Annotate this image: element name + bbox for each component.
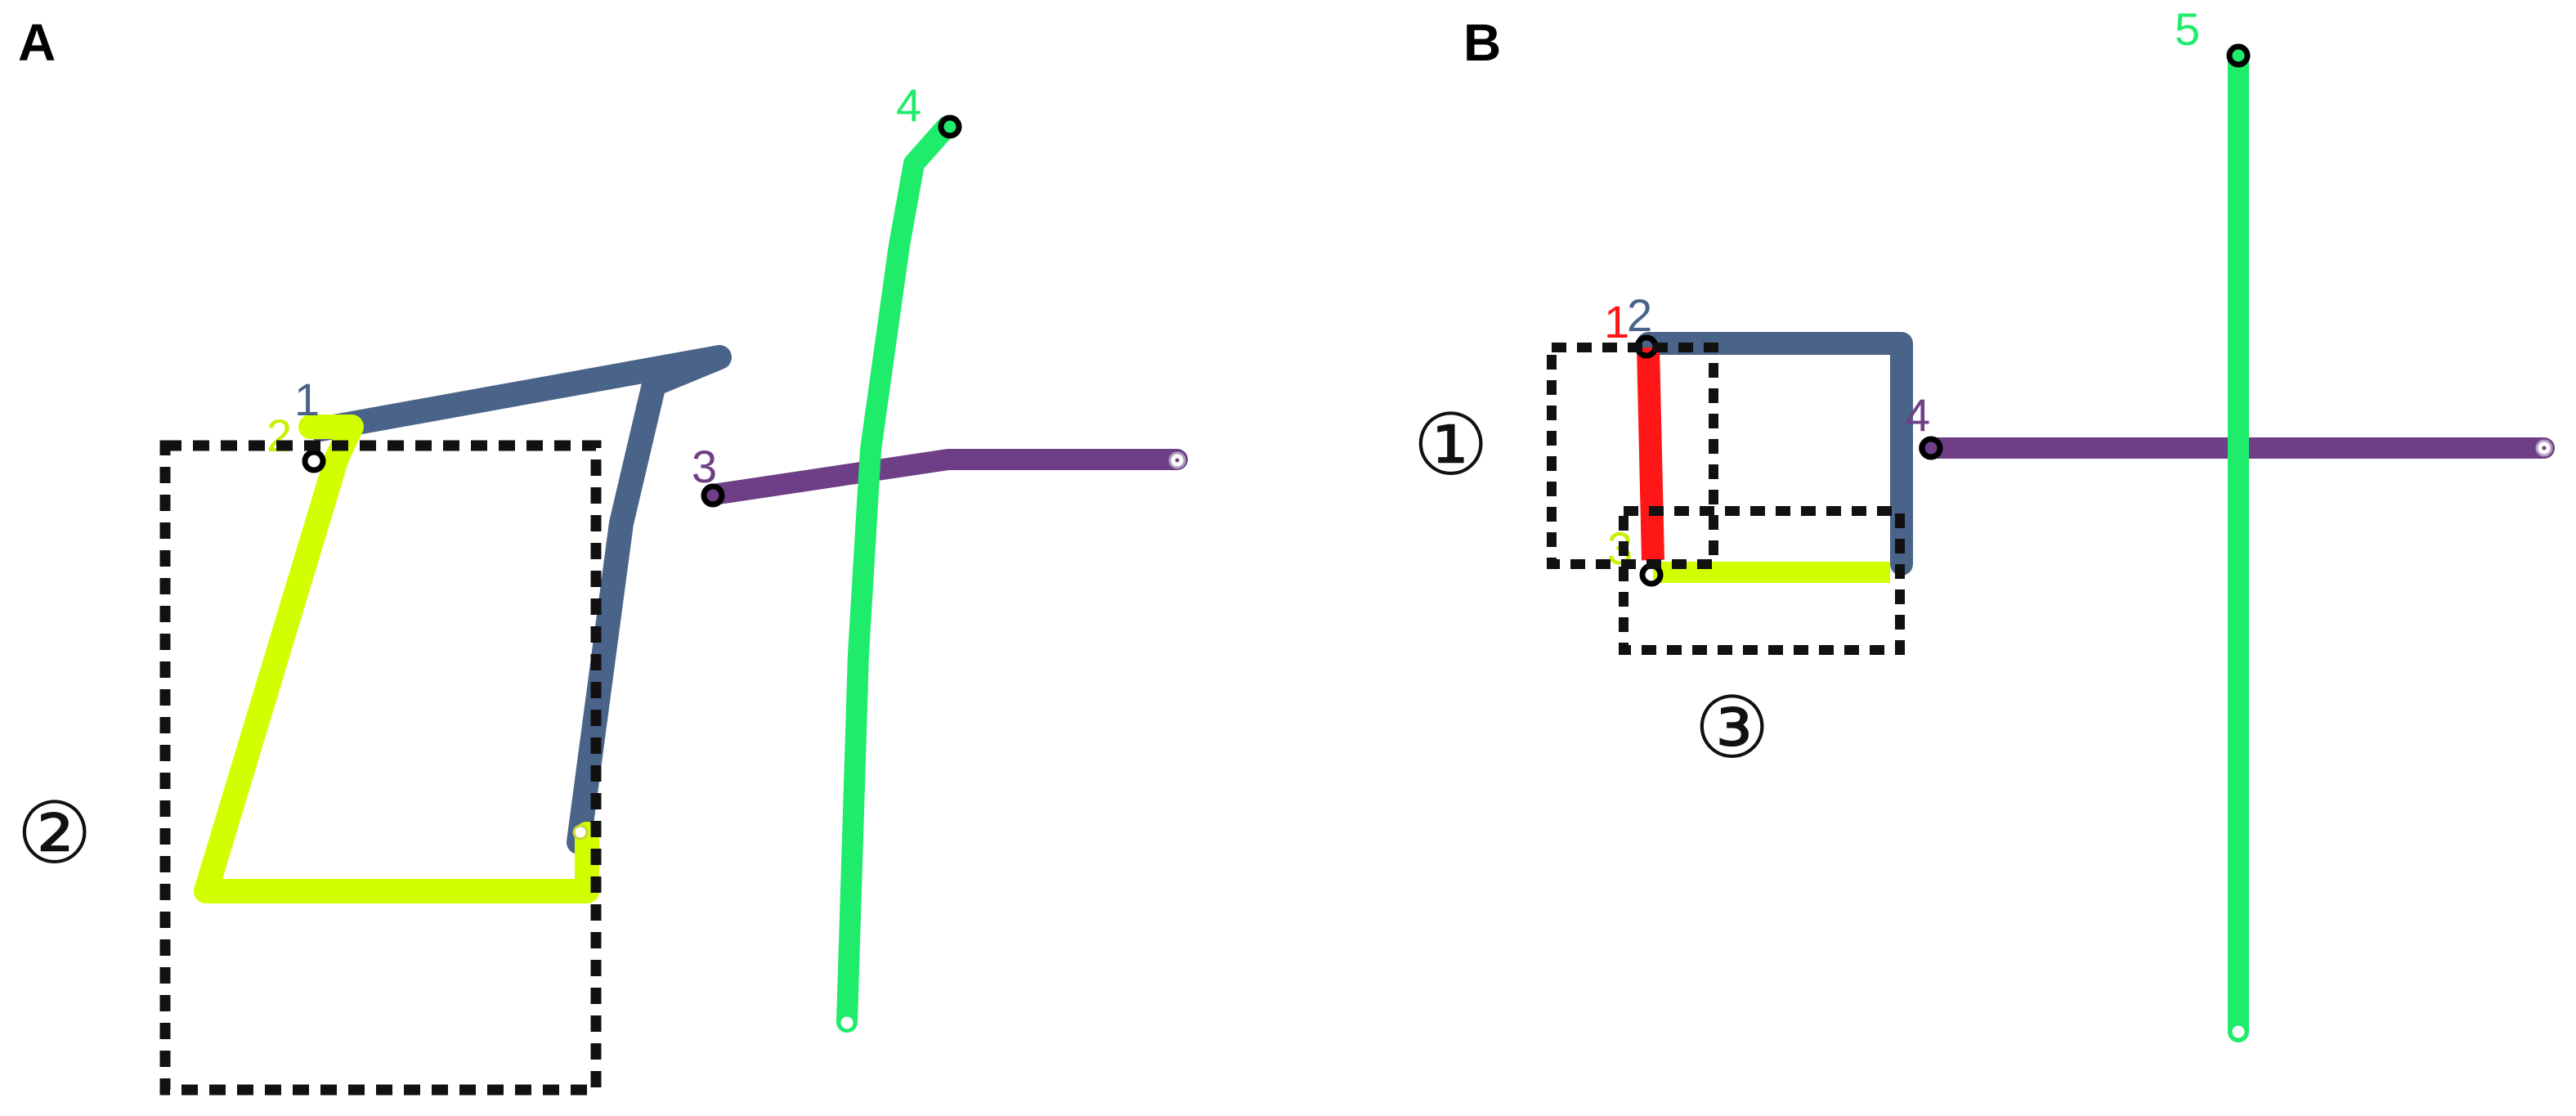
panel-b: B 1 2 3 4 5 ① ③ [1413, 3, 2555, 1042]
panel-a-stroke-1 [308, 345, 732, 854]
panel-a-start-marker-4 [938, 114, 962, 139]
panel-b-start-marker-5 [2226, 43, 2251, 68]
panel-a-stroke-number-1: 1 [294, 374, 320, 425]
panel-b-dashed-region-1 [1547, 343, 1718, 569]
panel-a-start-marker-3 [701, 483, 725, 508]
panel-b-dashed-region-3 [1619, 506, 1905, 655]
panel-b-start-marker-4 [1919, 436, 1943, 460]
panel-b-stroke-number-1: 1 [1604, 296, 1629, 347]
panel-b-stroke-2 [1637, 332, 1913, 576]
panel-a-stroke-3 [702, 449, 1188, 505]
panel-b-region-marker-3: ③ [1694, 678, 1770, 778]
panel-a-region-marker-2: ② [16, 783, 92, 883]
panel-b-end-marker-4-dot [2542, 446, 2547, 450]
panel-b-stroke-number-4: 4 [1905, 389, 1930, 441]
panel-a-label: A [18, 13, 56, 72]
panel-a-end-marker-4 [838, 1014, 856, 1032]
panel-b-label: B [1463, 13, 1501, 72]
panel-b-stroke-1 [1637, 347, 1664, 561]
panel-a-start-marker-2 [302, 449, 326, 473]
panel-a-stroke-number-2: 2 [267, 410, 292, 461]
panel-b-region-marker-1: ① [1413, 395, 1489, 495]
panel-a-end-marker-1 [572, 824, 589, 840]
panel-b-stroke-number-5: 5 [2175, 3, 2200, 55]
panel-a-stroke-number-4: 4 [896, 79, 921, 131]
panel-a-end-marker-3-dot [1175, 458, 1180, 463]
panel-b-stroke-number-2: 2 [1627, 289, 1652, 341]
panel-a-stroke-2 [194, 415, 599, 903]
panel-a-stroke-4 [836, 116, 957, 1033]
panel-a-stroke-number-3: 3 [692, 441, 717, 492]
panel-b-end-marker-5 [2229, 1023, 2247, 1041]
panel-a: A 1 2 3 4 ② [16, 13, 1188, 1096]
panel-a-dashed-region-2 [159, 440, 602, 1096]
